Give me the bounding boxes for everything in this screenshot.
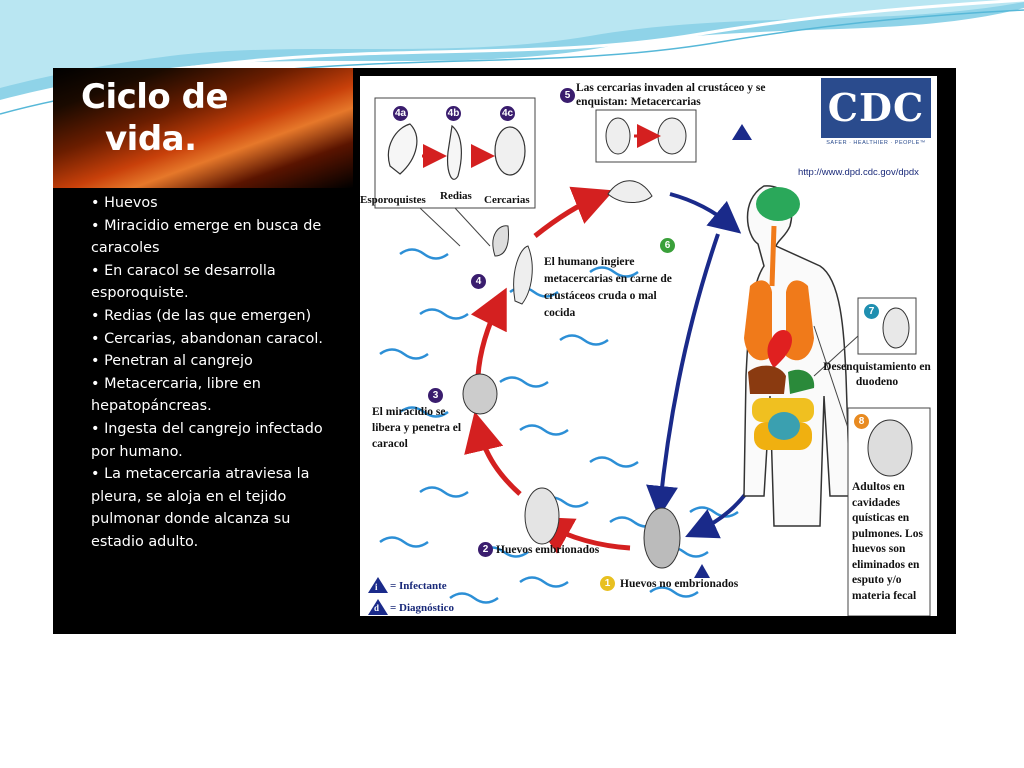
stage-number-4b: 4b	[446, 106, 461, 121]
stage-number-2: 2	[478, 542, 493, 557]
label-stage-1: Huevos no embrionados	[620, 578, 739, 590]
bullet-item: • Redias (de las que emergen)	[91, 307, 312, 324]
label-stage-6: El humano ingiere metacercarias en carne…	[544, 256, 672, 319]
label-stage-8: Adultos en cavidades quísticas en pulmon…	[852, 481, 923, 602]
legend-infective: = Infectante	[390, 580, 447, 592]
bullet-list: • Huevos • Miracidio emerge en busca de …	[91, 192, 341, 554]
cdc-tagline: SAFER · HEALTHIER · PEOPLE™	[826, 140, 926, 146]
bullet-item: • En caracol se desarrolla esporoquiste.	[91, 262, 276, 302]
label-stage-5: Las cercarias invaden al crustáceo y se …	[576, 82, 766, 108]
bullet-item: • Metacercaria, libre en hepatopáncreas.	[91, 375, 261, 415]
label-stage-2: Huevos embrionados	[496, 544, 600, 556]
content-panel: Ciclo de vida. • Huevos • Miracidio emer…	[53, 68, 956, 634]
cdc-logo-text: CDC	[821, 78, 931, 138]
stage-number-6: 6	[660, 238, 675, 253]
diagram-artwork	[368, 97, 931, 616]
stage-number-4: 4	[471, 274, 486, 289]
stage-number-8: 8	[854, 414, 869, 429]
title-line-2: vida.	[105, 119, 197, 159]
cdc-logo: CDC SAFER · HEALTHIER · PEOPLE™	[817, 76, 935, 154]
label-stage-7: Desenquistamiento en duodeno	[823, 361, 931, 388]
label-rediae: Redias	[440, 190, 472, 202]
environment-arrows	[464, 186, 631, 554]
label-sporocysts: Esporoquistes	[360, 194, 426, 206]
bullet-item: • Huevos	[91, 195, 158, 211]
bullet-item: • Miracidio emerge en busca de caracoles	[91, 217, 322, 257]
source-url[interactable]: http://www.dpd.cdc.gov/dpdx	[798, 167, 919, 178]
legend-diagnostic: = Diagnóstico	[390, 602, 455, 614]
life-cycle-diagram: CDC SAFER · HEALTHIER · PEOPLE™ http://w…	[360, 76, 937, 616]
bullet-item: • Ingesta del cangrejo infectado por hum…	[91, 420, 323, 460]
label-stage-3: El miracidio se libera y penetra el cara…	[372, 406, 462, 450]
legend-infective-mark: i	[375, 582, 378, 592]
legend-diagnostic-mark: d	[374, 603, 380, 613]
stage-number-7: 7	[864, 304, 879, 319]
slide-title: Ciclo de vida.	[81, 76, 229, 160]
stage-number-5: 5	[560, 88, 575, 103]
bullet-item: • Cercarias, abandonan caracol.	[91, 330, 323, 347]
stage-number-3: 3	[428, 388, 443, 403]
bullet-item: • Penetran al cangrejo	[91, 353, 253, 370]
stage-number-1: 1	[600, 576, 615, 591]
title-line-1: Ciclo de	[81, 77, 229, 117]
title-band	[53, 68, 353, 188]
stage-number-4c: 4c	[500, 106, 515, 121]
label-cercariae: Cercarias	[484, 194, 530, 206]
bullet-item: • La metacercaria atraviesa la pleura, s…	[91, 466, 310, 550]
stage-number-4a: 4a	[393, 106, 408, 121]
